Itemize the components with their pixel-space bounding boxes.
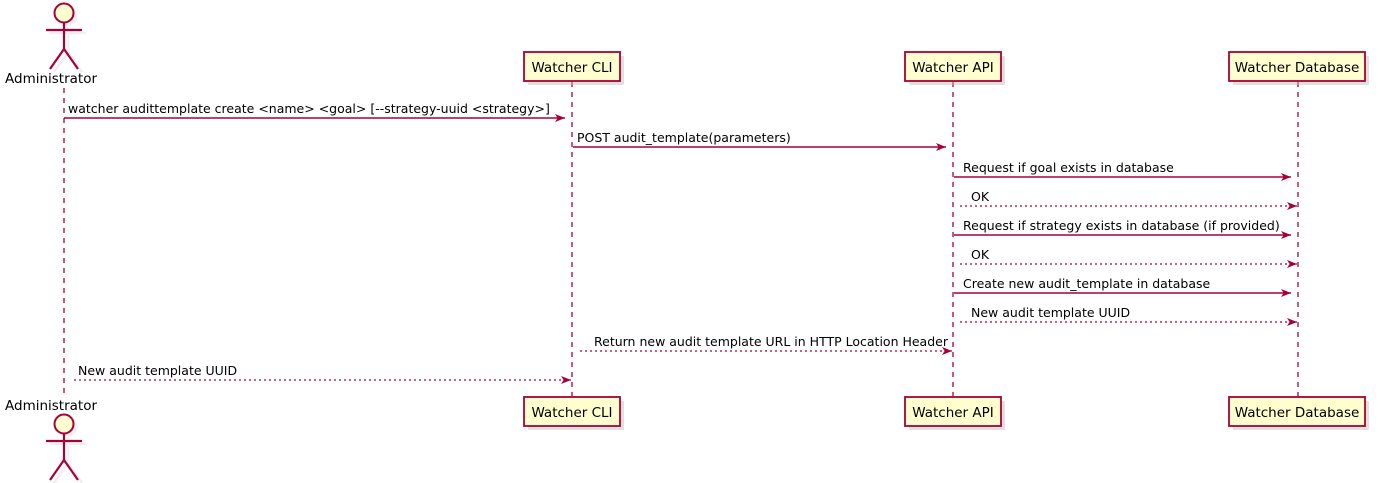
message-2[interactable]: POST audit_template(parameters) bbox=[573, 130, 946, 151]
participant-label-watcher-api-top: Watcher API bbox=[912, 60, 994, 76]
participant-label-watcher-database-top: Watcher Database bbox=[1235, 60, 1360, 76]
message-9-label: Return new audit template URL in HTTP Lo… bbox=[594, 334, 949, 349]
participant-box-watcher-cli-bottom[interactable]: Watcher CLI bbox=[523, 396, 624, 430]
message-8-label: New audit template UUID bbox=[971, 305, 1130, 320]
box-rect bbox=[904, 51, 1002, 82]
message-6[interactable]: OK bbox=[960, 247, 1297, 268]
box-rect bbox=[1228, 51, 1366, 82]
participant-box-watcher-cli-top[interactable]: Watcher CLI bbox=[523, 51, 624, 85]
message-5[interactable]: Request if strategy exists in database (… bbox=[954, 218, 1291, 239]
actor-head-icon bbox=[53, 413, 75, 435]
message-1[interactable]: watcher audittemplate create <name> <goa… bbox=[64, 101, 565, 122]
participant-box-watcher-database-top[interactable]: Watcher Database bbox=[1228, 51, 1369, 85]
message-4[interactable]: OK bbox=[960, 189, 1297, 210]
participant-box-watcher-api-top[interactable]: Watcher API bbox=[904, 51, 1005, 85]
message-5-label: Request if strategy exists in database (… bbox=[963, 218, 1280, 233]
message-4-label: OK bbox=[971, 189, 990, 204]
participant-label-watcher-cli-bottom: Watcher CLI bbox=[531, 405, 612, 421]
message-3[interactable]: Request if goal exists in database bbox=[954, 160, 1291, 181]
message-10[interactable]: New audit template UUID bbox=[71, 363, 571, 384]
message-7[interactable]: Create new audit_template in database bbox=[954, 276, 1291, 297]
message-3-label: Request if goal exists in database bbox=[963, 160, 1174, 175]
message-7-label: Create new audit_template in database bbox=[963, 276, 1210, 291]
message-10-label: New audit template UUID bbox=[78, 363, 237, 378]
participant-box-watcher-database-bottom[interactable]: Watcher Database bbox=[1228, 396, 1369, 430]
actor-label-administrator-bottom: Administrator bbox=[5, 398, 97, 414]
box-rect bbox=[523, 51, 621, 82]
participant-label-watcher-database-bottom: Watcher Database bbox=[1235, 405, 1360, 421]
participant-label-watcher-cli-top: Watcher CLI bbox=[531, 60, 612, 76]
actor-administrator-top[interactable]: Administrator bbox=[5, 2, 97, 88]
message-6-label: OK bbox=[971, 247, 990, 262]
message-2-label: POST audit_template(parameters) bbox=[577, 130, 791, 145]
actor-label-administrator-top: Administrator bbox=[5, 71, 97, 87]
box-rect bbox=[523, 396, 621, 427]
lifelines bbox=[63, 82, 1299, 396]
participant-label-watcher-api-bottom: Watcher API bbox=[912, 405, 994, 421]
actor-head-icon bbox=[53, 2, 75, 24]
box-rect bbox=[1228, 396, 1366, 427]
participant-box-watcher-api-bottom[interactable]: Watcher API bbox=[904, 396, 1005, 430]
box-rect bbox=[904, 396, 1002, 427]
message-1-label: watcher audittemplate create <name> <goa… bbox=[68, 101, 550, 116]
actor-administrator-bottom[interactable]: Administrator bbox=[5, 398, 97, 483]
message-9[interactable]: Return new audit template URL in HTTP Lo… bbox=[579, 334, 952, 355]
message-8[interactable]: New audit template UUID bbox=[960, 305, 1297, 326]
